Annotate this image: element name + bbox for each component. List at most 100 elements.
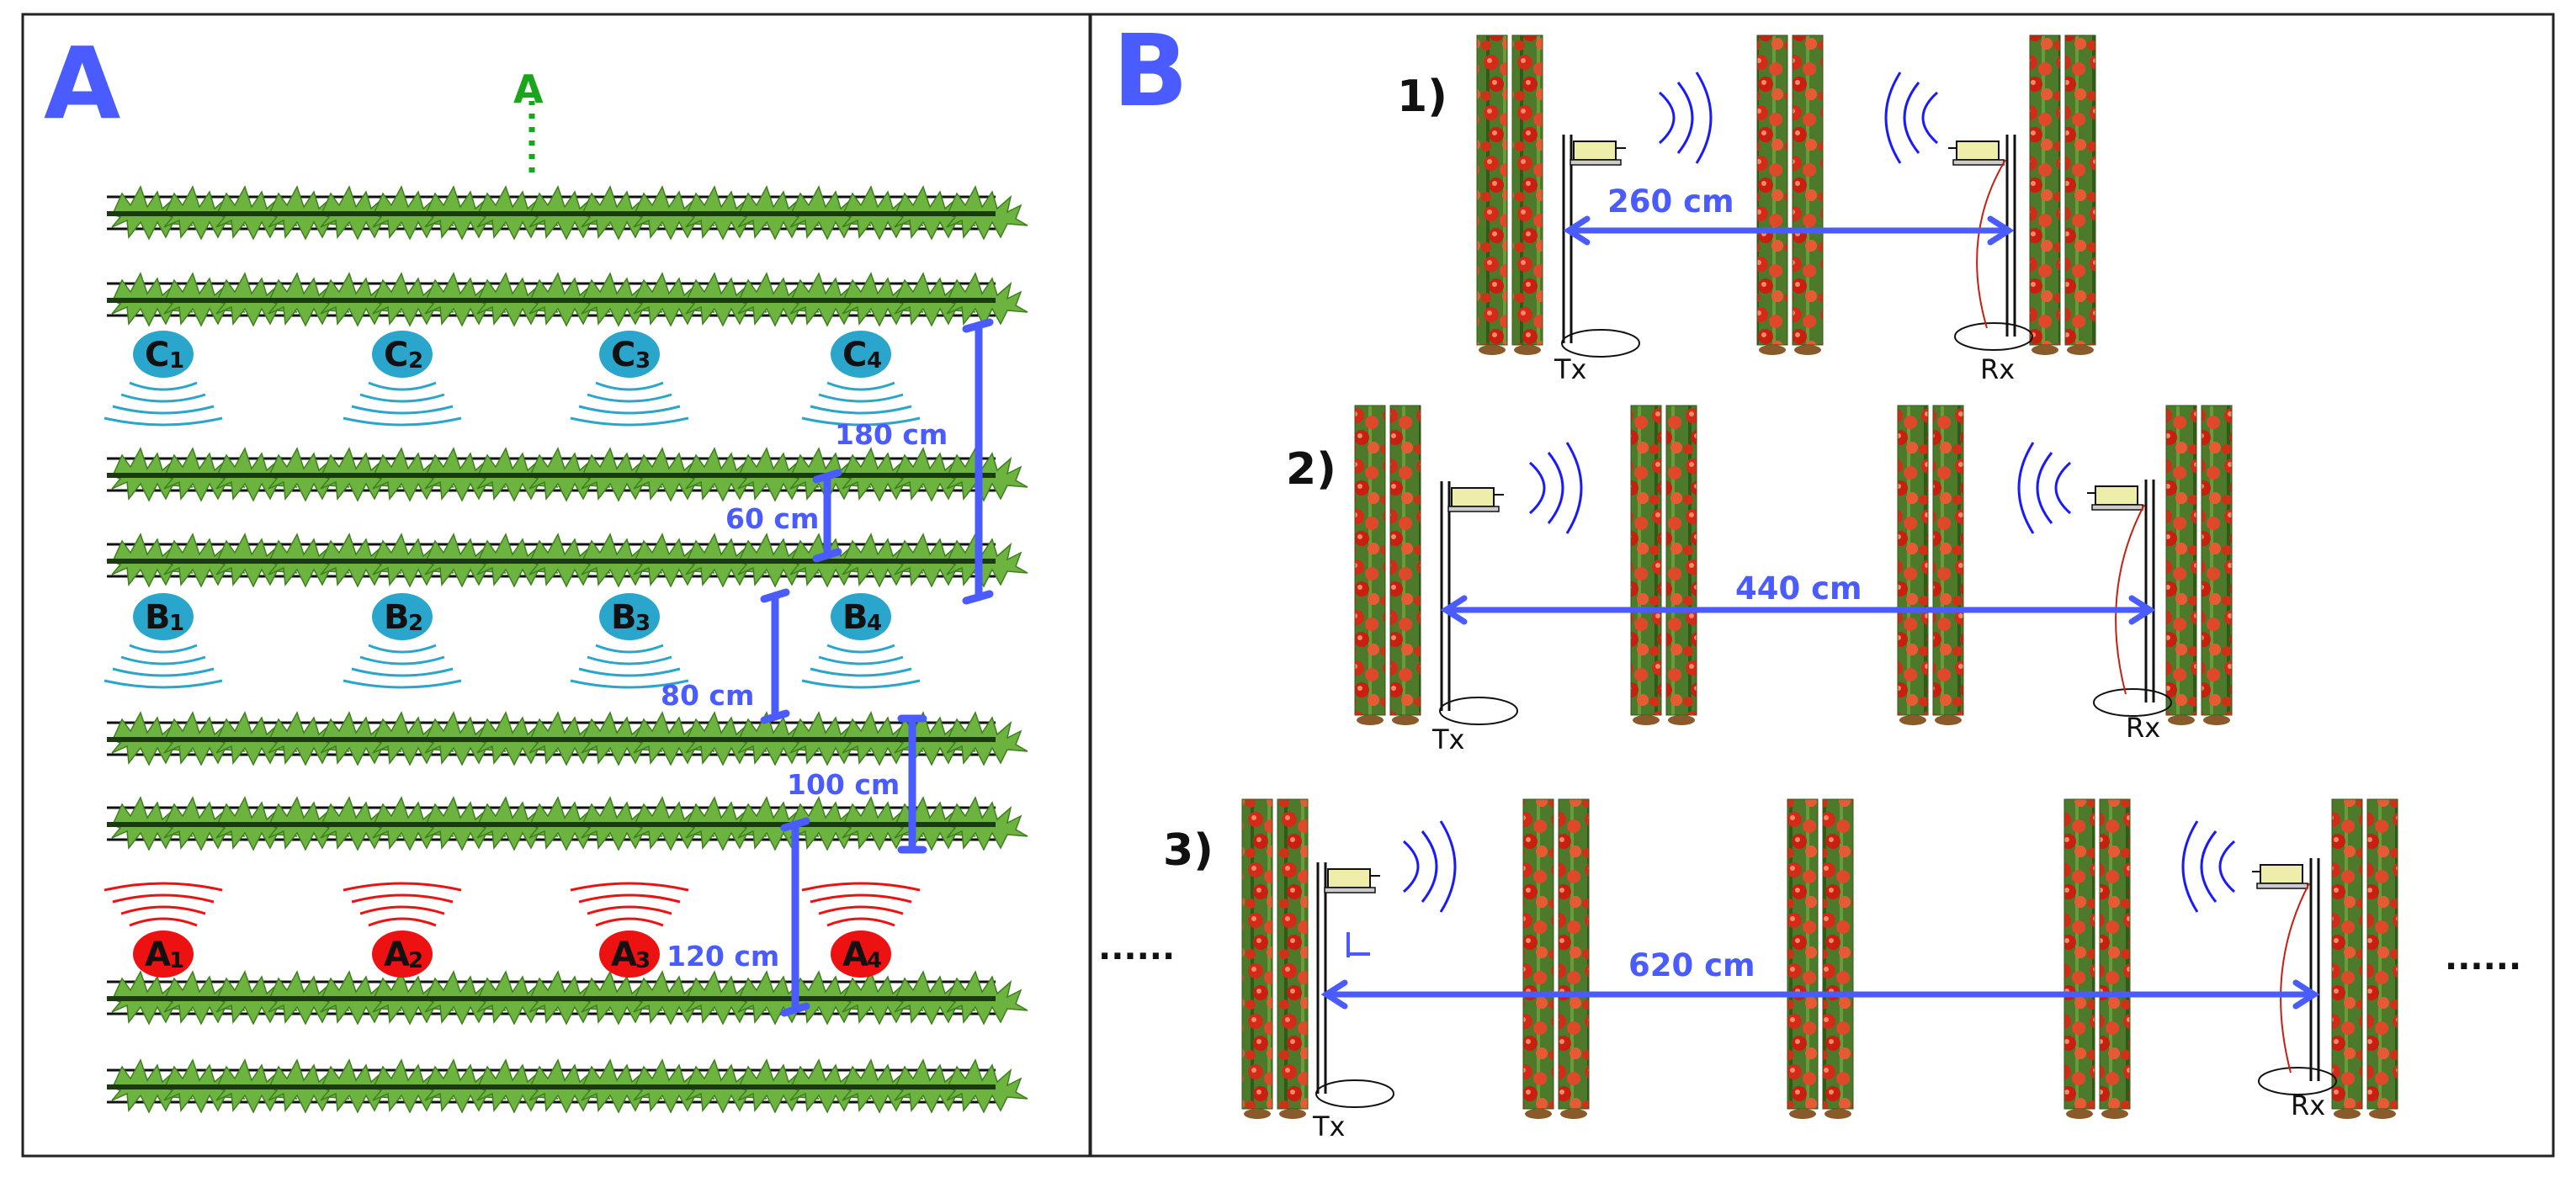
sensor-node-letter: B <box>842 598 868 637</box>
tomato-plant-pair <box>1787 798 1854 1119</box>
dim-80-cap-top <box>760 588 790 603</box>
distance-arrow-2 <box>1440 595 2156 625</box>
dim-80-label: 80 cm <box>661 679 754 712</box>
tomato-plant-pair <box>1630 405 1697 725</box>
radio-waves-icon <box>1403 820 1457 913</box>
direction-arrow-label: A <box>513 66 544 112</box>
sensor-node-number: 1 <box>169 948 184 973</box>
sensor-node-b3: B3 <box>570 593 689 689</box>
plant-row <box>106 533 1028 587</box>
scenario-illustrations <box>1241 34 2398 1119</box>
tomato-plant-pair <box>1476 34 1543 355</box>
radio-waves-icon <box>2017 442 2071 534</box>
sensor-node-number: 4 <box>867 948 882 973</box>
dim-120-label: 120 cm <box>667 940 779 973</box>
sensor-node-number: 3 <box>635 348 651 374</box>
scenario-3-tx-label: Tx <box>1312 1111 1345 1143</box>
sensor-node-letter: A <box>611 936 637 974</box>
sensor-node-number: 4 <box>867 611 882 636</box>
scenario-1-distance: 260 cm <box>1607 183 1734 220</box>
receiver-mast <box>1948 135 2033 351</box>
sensor-node-a3: A3 <box>570 882 689 978</box>
scenario-3-label: 3) <box>1163 825 1214 876</box>
sensor-node-letter: A <box>842 936 868 974</box>
dim-60-label: 60 cm <box>725 502 819 535</box>
signal-waves-icon <box>104 644 223 689</box>
sensor-node-letter: B <box>384 598 410 637</box>
sensor-node-icon <box>831 930 891 978</box>
ellipsis-left: ...... <box>1098 929 1175 968</box>
sensor-node-a2: A2 <box>343 882 462 978</box>
signal-waves-icon <box>570 882 689 927</box>
signal-waves-icon <box>570 644 689 689</box>
scenario-2 <box>1354 405 2233 725</box>
sensor-node-letter: C <box>842 336 867 374</box>
scenario-3 <box>1241 798 2398 1119</box>
sensor-node-number: 1 <box>169 348 184 374</box>
sensor-node-icon <box>831 331 891 378</box>
sensor-node-icon <box>599 593 660 640</box>
sensor-node-icon <box>372 593 433 640</box>
plant-row <box>106 971 1028 1025</box>
sensor-node-icon <box>133 593 194 640</box>
sensor-node-icon <box>133 930 194 978</box>
transmitter-mast <box>1315 862 1394 1108</box>
scenario-2-rx-label: Rx <box>2126 712 2160 744</box>
tomato-plant-pair <box>1756 34 1824 355</box>
radio-waves-icon <box>2181 820 2235 913</box>
signal-waves-icon <box>801 381 921 427</box>
scenario-1-rx-label: Rx <box>1980 353 2015 385</box>
signal-waves-icon <box>801 644 921 689</box>
signal-waves-icon <box>570 381 689 427</box>
dim-60-cap-bottom <box>812 548 842 563</box>
dim-60-cap-top <box>812 469 842 484</box>
panel-b-label: B <box>1113 13 1188 129</box>
sensor-node-icon <box>599 331 660 378</box>
sensor-node-number: 2 <box>408 611 423 636</box>
transmitter-mast <box>1561 135 1640 358</box>
scenario-2-tx-label: Tx <box>1431 724 1464 756</box>
sensor-node-number: 2 <box>408 348 423 374</box>
tomato-plant-pair <box>1354 405 1421 725</box>
distance-arrow-3 <box>1320 979 2320 1010</box>
sensor-node-icon <box>831 593 891 640</box>
sensor-node-letter: B <box>145 598 171 637</box>
dim-180-cap-top <box>962 318 994 333</box>
sensor-node-letter: C <box>145 336 169 374</box>
sensor-node-number: 3 <box>635 611 651 636</box>
sensor-node-letter: B <box>611 598 637 637</box>
receiver-mast <box>2252 858 2337 1095</box>
sensor-node-icon <box>372 331 433 378</box>
sensor-node-letter: C <box>611 336 635 374</box>
scenario-1 <box>1476 34 2096 358</box>
tomato-plant-pair <box>2063 798 2131 1119</box>
dim-100-label: 100 cm <box>787 768 900 801</box>
dim-120-cap-top <box>780 817 810 832</box>
scenario-2-label: 2) <box>1286 444 1336 495</box>
sensor-node-icon <box>372 930 433 978</box>
sensor-node-a4: A4 <box>801 882 921 978</box>
plant-row <box>106 1059 1028 1113</box>
scenario-2-distance: 440 cm <box>1735 570 1862 607</box>
plant-row <box>106 797 1028 851</box>
scenario-3-distance: 620 cm <box>1628 947 1755 983</box>
panel-b-frame <box>1089 13 2555 1158</box>
plant-row <box>106 448 1028 501</box>
signal-waves-icon <box>104 381 223 427</box>
tomato-plant-pair <box>1897 405 1964 725</box>
sensor-node-letter: A <box>384 936 410 974</box>
scenario-1-label: 1) <box>1397 72 1447 122</box>
dim-180-label: 180 cm <box>835 418 948 451</box>
sensor-node-number: 1 <box>169 611 184 636</box>
plant-row <box>106 712 1028 766</box>
ellipsis-right: ...... <box>2445 939 2521 978</box>
radio-waves-icon <box>1529 442 1583 534</box>
dim-120-cap-bottom <box>780 1002 810 1017</box>
signal-waves-icon <box>343 381 462 427</box>
radio-waves-icon <box>1659 72 1713 164</box>
